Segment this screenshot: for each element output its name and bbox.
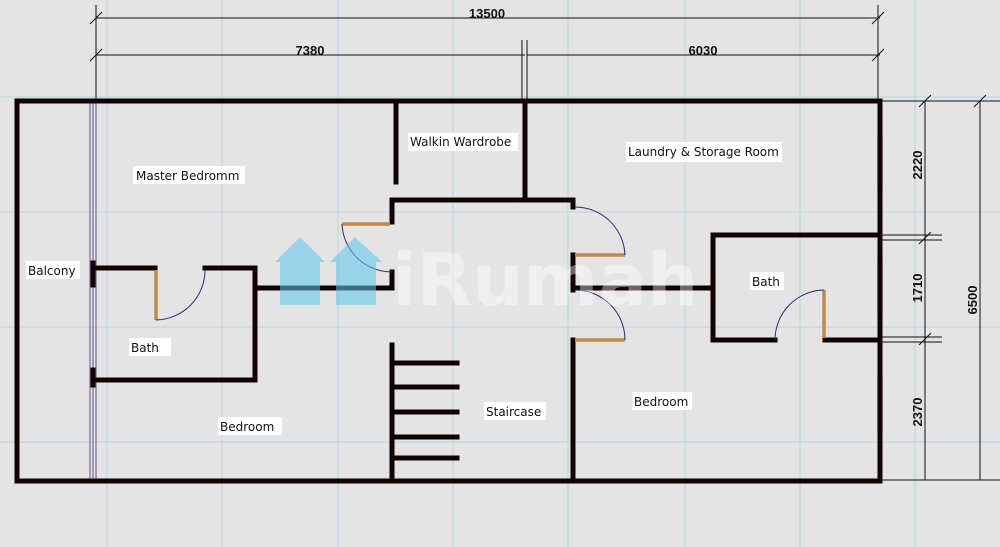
- label-bath-left: Bath: [131, 341, 159, 355]
- staircase-steps: [394, 360, 460, 461]
- label-bedroom-right: Bedroom: [634, 395, 688, 409]
- dim-total-depth: 6500: [965, 286, 980, 315]
- dim-right-bottom: 2370: [910, 398, 925, 427]
- label-master-bedroom: Master Bedromm: [136, 169, 239, 183]
- label-walkin-wardrobe: Walkin Wardrobe: [410, 135, 511, 149]
- dimension-lines: 13500 7380 6030 2220 1710 2370 6500: [89, 5, 1000, 481]
- label-bedroom-left: Bedroom: [220, 420, 274, 434]
- doors: [154, 206, 826, 342]
- label-bath-right: Bath: [752, 275, 780, 289]
- label-staircase: Staircase: [486, 405, 541, 419]
- dim-right-top: 2220: [910, 151, 925, 180]
- dim-left-width: 7380: [296, 43, 325, 58]
- dim-right-mid: 1710: [910, 274, 925, 303]
- dim-right-width: 6030: [689, 43, 718, 58]
- label-balcony: Balcony: [28, 264, 76, 278]
- walls: [14, 98, 883, 484]
- svg-text:iRumah: iRumah: [392, 238, 698, 322]
- watermark-logo: iRumah: [275, 237, 698, 322]
- dim-total-width: 13500: [469, 6, 505, 21]
- room-labels: Master Bedromm Walkin Wardrobe Laundry &…: [26, 133, 784, 435]
- label-laundry: Laundry & Storage Room: [628, 145, 779, 159]
